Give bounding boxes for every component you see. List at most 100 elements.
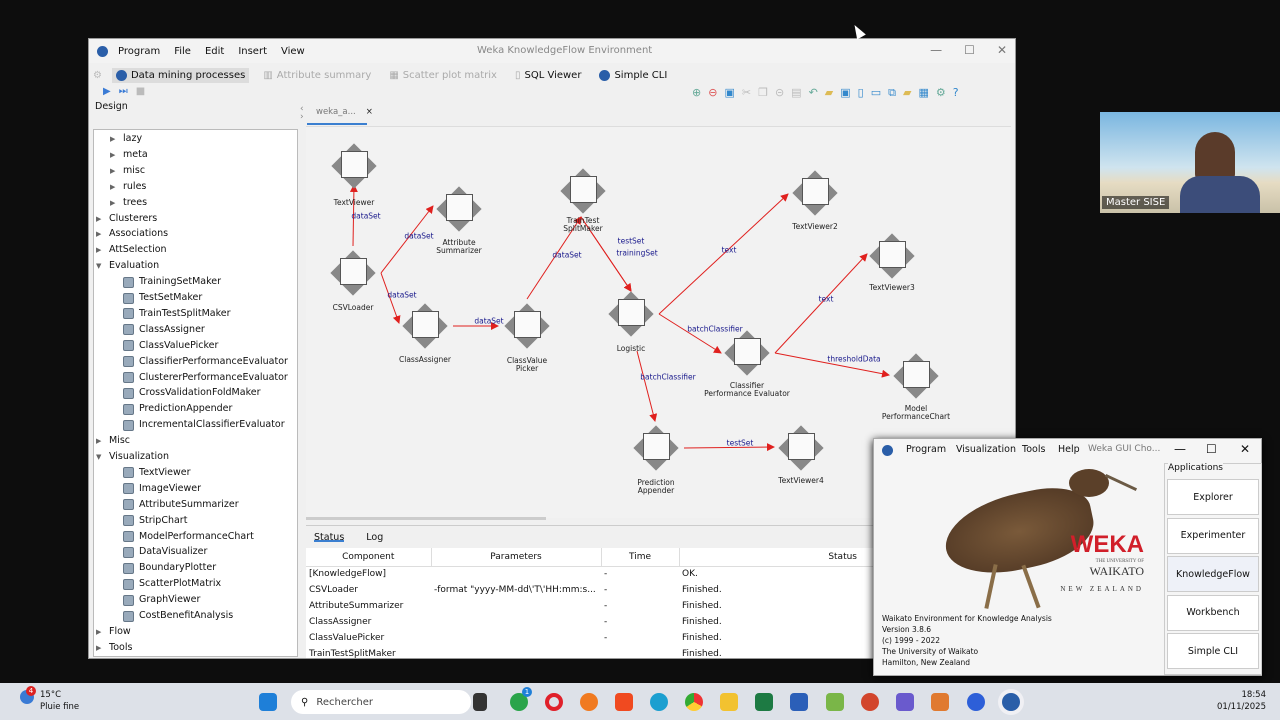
perspective-simple-cli[interactable]: Simple CLI	[595, 68, 671, 83]
zoom-icon[interactable]	[967, 693, 985, 711]
close-tab-icon[interactable]: ×	[365, 107, 373, 117]
tree-item[interactable]: ClassValuePicker	[110, 340, 218, 352]
tab-status[interactable]: Status	[314, 532, 345, 543]
flow-edge[interactable]	[774, 352, 890, 378]
firefox-icon[interactable]	[580, 693, 598, 711]
tree-item[interactable]: CrossValidationFoldMaker	[110, 387, 261, 399]
flow-node-csv[interactable]	[330, 250, 376, 296]
expand-icon[interactable]: ▶	[96, 214, 102, 223]
flow-node-tts[interactable]	[560, 168, 606, 214]
file-explorer-icon[interactable]	[720, 693, 738, 711]
paste-icon[interactable]: ▤	[791, 86, 802, 99]
minimize-button[interactable]: —	[1174, 442, 1186, 456]
expand-icon[interactable]: ▶	[110, 182, 116, 191]
expand-icon[interactable]: ▶	[96, 627, 102, 636]
tree-item[interactable]: ▶Misc	[96, 435, 130, 447]
tree-item[interactable]: TextViewer	[110, 467, 191, 479]
app-button-workbench[interactable]: Workbench	[1167, 594, 1259, 631]
tree-item[interactable]: ClassifierPerformanceEvaluator	[110, 356, 288, 368]
table-row[interactable]: [KnowledgeFlow]-OK.	[306, 566, 874, 582]
close-button[interactable]: ✕	[1240, 442, 1251, 456]
teams-icon[interactable]	[896, 693, 914, 711]
col-status[interactable]: Status	[679, 548, 874, 567]
menu-help[interactable]: Help	[1058, 444, 1080, 455]
tree-item[interactable]: ImageViewer	[110, 483, 201, 495]
table-row[interactable]: CSVLoader-format "yyyy-MM-dd\'T\'HH:mm:s…	[306, 582, 874, 598]
app-button-experimenter[interactable]: Experimenter	[1167, 517, 1259, 554]
tree-item[interactable]: GraphViewer	[110, 594, 200, 606]
tree-item[interactable]: AttributeSummarizer	[110, 499, 239, 511]
tree-item[interactable]: ▶Associations	[96, 228, 168, 240]
perspective-sql-viewer[interactable]: ▯SQL Viewer	[511, 68, 585, 83]
excel-icon[interactable]	[755, 693, 773, 711]
undo-icon[interactable]: ↶	[808, 86, 818, 99]
tree-item[interactable]: TestSetMaker	[110, 292, 202, 304]
perspective-scatter-plot-matrix[interactable]: ▦Scatter plot matrix	[385, 68, 501, 83]
flow-edge[interactable]	[380, 205, 434, 274]
horizontal-scrollbar[interactable]	[306, 517, 546, 520]
flow-node-pa[interactable]	[633, 425, 679, 471]
perspective-data-mining[interactable]: Data mining processes	[111, 67, 250, 83]
tab-log[interactable]: Log	[366, 532, 384, 543]
menu-insert[interactable]: Insert	[238, 45, 267, 57]
flow-edge[interactable]	[380, 272, 401, 324]
flow-node-cpe[interactable]	[724, 330, 770, 376]
flow-node-as[interactable]	[436, 186, 482, 232]
tree-item[interactable]: ▼Visualization	[96, 451, 169, 463]
tree-item[interactable]: ▶lazy	[110, 133, 142, 145]
flow-edge[interactable]	[683, 443, 775, 452]
flow-edge[interactable]	[774, 253, 868, 354]
expand-icon[interactable]: ▶	[96, 230, 102, 239]
tree-item[interactable]: ▶Tools	[96, 642, 132, 654]
table-row[interactable]: AttributeSummarizer-Finished.	[306, 598, 874, 614]
flow-node-cvp[interactable]	[504, 303, 550, 349]
expand-icon[interactable]: ▶	[110, 166, 116, 175]
app-button-knowledgeflow[interactable]: KnowledgeFlow	[1167, 556, 1259, 592]
tree-item[interactable]: ScatterPlotMatrix	[110, 578, 221, 590]
table-row[interactable]: ClassValuePicker-Finished.	[306, 630, 874, 646]
tree-item[interactable]: ▶meta	[110, 149, 148, 161]
maximize-button[interactable]: ☐	[964, 43, 975, 57]
whatsapp-icon[interactable]	[510, 693, 528, 711]
gear-icon[interactable]: ⚙	[93, 69, 102, 81]
snipping-tool-icon[interactable]	[931, 693, 949, 711]
close-button[interactable]: ✕	[996, 43, 1007, 57]
brave-icon[interactable]	[615, 693, 633, 711]
collapse-icon[interactable]: ▼	[96, 262, 102, 271]
help-icon[interactable]: ?	[952, 86, 959, 99]
maximize-button[interactable]: ☐	[1206, 442, 1217, 456]
app-button-explorer[interactable]: Explorer	[1167, 479, 1259, 515]
menu-edit[interactable]: Edit	[204, 45, 225, 57]
expand-icon[interactable]: ▶	[96, 437, 102, 446]
flow-tab[interactable]: weka_a...×	[307, 107, 373, 125]
select-all-icon[interactable]: ▣	[724, 86, 735, 99]
flow-node-tv4[interactable]	[778, 425, 824, 471]
collapse-toggle[interactable]: ‹›	[300, 104, 304, 122]
task-view-icon[interactable]	[473, 693, 487, 711]
search-box[interactable]: ⚲Rechercher	[291, 690, 471, 714]
tree-item[interactable]: ▶trees	[110, 197, 147, 209]
expand-icon[interactable]: ▶	[96, 246, 102, 255]
tree-item[interactable]: CostBenefitAnalysis	[110, 610, 233, 622]
chrome-icon[interactable]	[685, 693, 703, 711]
templates-icon[interactable]: ▦	[918, 86, 929, 99]
flow-edge[interactable]	[658, 193, 789, 315]
save-as-icon[interactable]: ⧉	[888, 86, 896, 99]
copy-icon[interactable]: ❐	[758, 86, 768, 99]
flow-node-mpc[interactable]	[893, 353, 939, 399]
tree-item[interactable]: TrainingSetMaker	[110, 276, 221, 288]
stop-icon[interactable]: ■	[135, 86, 146, 97]
start-icon[interactable]	[259, 693, 277, 711]
tree-item[interactable]: BoundaryPlotter	[110, 562, 216, 574]
flow-edge[interactable]	[580, 216, 632, 292]
expand-icon[interactable]: ▶	[96, 643, 102, 652]
tree-item[interactable]: DataVisualizer	[110, 546, 207, 558]
notepad-icon[interactable]	[826, 693, 844, 711]
play-sequential-icon[interactable]: ⏭	[118, 86, 128, 97]
opera-icon[interactable]	[545, 693, 563, 711]
tree-item[interactable]: TrainTestSplitMaker	[110, 308, 231, 320]
zoom-in-icon[interactable]: ⊕	[692, 86, 702, 99]
collapse-icon[interactable]: ▼	[96, 453, 102, 461]
flow-node-tv2[interactable]	[792, 170, 838, 216]
